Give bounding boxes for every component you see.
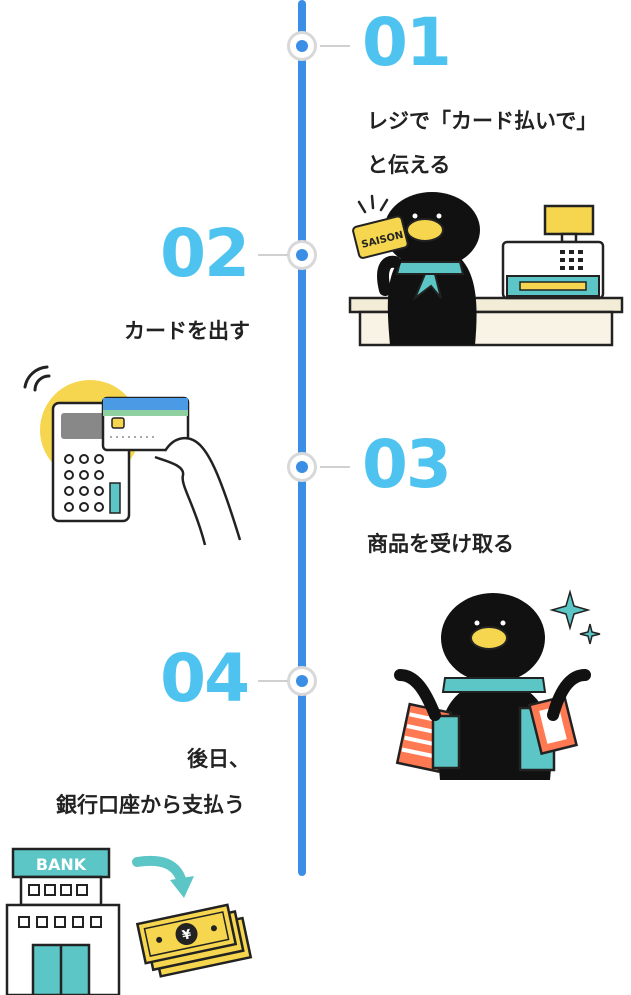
step-text-02-line1: カードを出す <box>124 319 250 343</box>
card-terminal-icon <box>23 365 242 546</box>
banknote-icon: ¥ <box>135 903 253 978</box>
timeline-node-02 <box>287 240 317 270</box>
step-number-04: 04 <box>160 640 250 717</box>
step-text-04-line2: 銀行口座から支払う <box>56 793 245 817</box>
timeline-node-01 <box>287 31 317 61</box>
timeline-connector-03 <box>320 466 350 468</box>
bank-icon: BANK <box>5 847 121 995</box>
bank-sign-text: BANK <box>36 855 87 874</box>
penguin-cashier-icon: SAISON <box>348 192 624 347</box>
timeline-node-04 <box>287 666 317 696</box>
penguin-shopping-icon <box>394 589 601 780</box>
sparkle-icon <box>549 589 591 631</box>
step-number-02: 02 <box>160 215 250 292</box>
step-text-01-line1: レジで「カード払いで」 <box>367 109 598 133</box>
arrow-icon <box>132 855 194 898</box>
step-text-04-line1: 後日、 <box>187 747 250 771</box>
timeline-connector-04 <box>258 680 288 682</box>
timeline-connector-01 <box>320 45 350 47</box>
step-text-01-line2: と伝える <box>367 153 451 177</box>
step-number-03: 03 <box>362 426 452 503</box>
timeline-line <box>298 0 306 876</box>
currency-symbol: ¥ <box>181 927 193 944</box>
step-text-03-line1: 商品を受け取る <box>367 532 514 556</box>
step-number-01: 01 <box>362 4 452 81</box>
timeline-connector-02 <box>258 254 288 256</box>
timeline-node-03 <box>287 452 317 482</box>
